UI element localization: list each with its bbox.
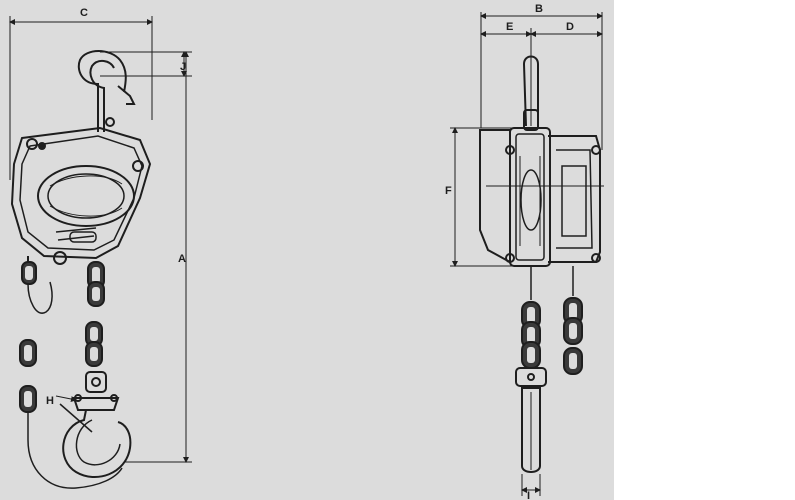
load-chain <box>85 261 105 367</box>
side-view <box>450 12 604 496</box>
hand-wheel <box>37 165 135 243</box>
dimension-e-d <box>480 28 603 60</box>
label-e: E <box>506 21 513 33</box>
label-f: F <box>445 185 452 197</box>
label-b: B <box>535 3 543 15</box>
hoist-body <box>10 126 152 265</box>
hoist-body-side <box>479 127 604 267</box>
dimension-c <box>9 16 153 180</box>
bottom-hook <box>55 371 132 479</box>
label-i: I <box>527 490 530 500</box>
label-j: J <box>180 61 186 73</box>
drawing-sheet <box>0 0 614 500</box>
dimension-f <box>450 127 520 267</box>
hand-chain-lower <box>19 339 123 489</box>
hand-chain-side <box>563 266 583 375</box>
label-a: A <box>178 253 186 265</box>
top-hook <box>77 50 136 132</box>
load-chain-side <box>521 266 541 369</box>
label-h: H <box>46 395 54 407</box>
dimension-a <box>125 51 192 463</box>
label-d: D <box>566 21 574 33</box>
dimension-i <box>521 474 541 496</box>
label-c: C <box>80 7 88 19</box>
top-hook-side <box>522 50 539 131</box>
front-view <box>9 16 192 489</box>
hand-chain-left <box>21 256 53 314</box>
bottom-hook-side <box>515 367 547 473</box>
